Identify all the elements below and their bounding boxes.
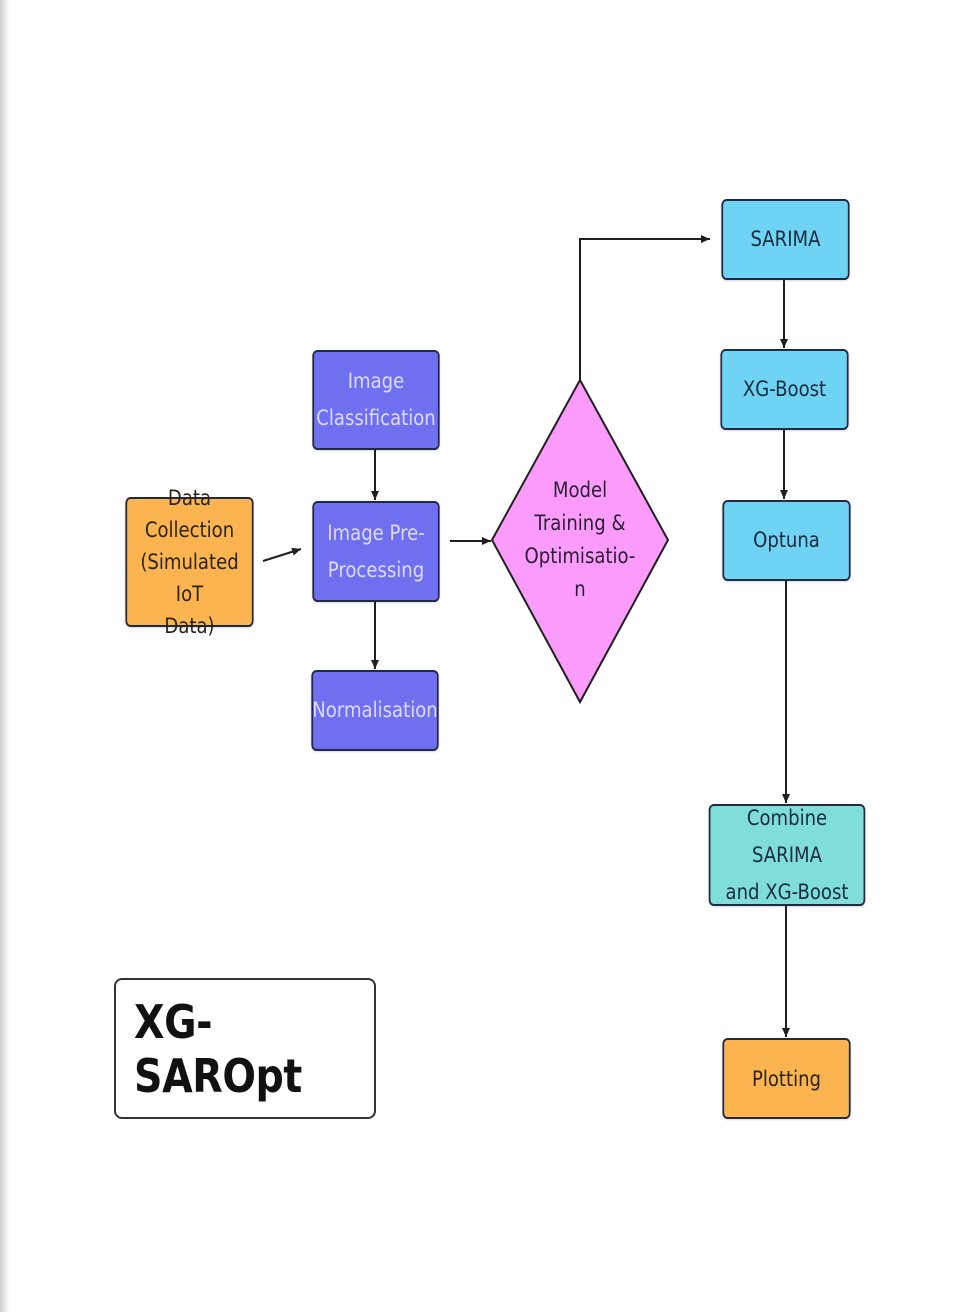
image-preprocessing-label: Image Pre- Processing xyxy=(327,520,425,582)
page-edge-shadow xyxy=(0,0,10,1312)
plotting-node: Plotting xyxy=(722,1038,851,1119)
optuna-node: Optuna xyxy=(722,500,851,581)
title-box: XG-SAROpt xyxy=(114,978,376,1119)
optuna-label: Optuna xyxy=(753,528,820,552)
normalisation-node: Normalisation xyxy=(311,670,439,751)
sarima-label: SARIMA xyxy=(750,227,821,251)
data-collection-label: Data Collection (Simulated IoT Data) xyxy=(140,486,239,638)
data-collection-node: Data Collection (Simulated IoT Data) xyxy=(125,486,254,638)
plotting-label: Plotting xyxy=(751,1066,822,1091)
normalisation-label: Normalisation xyxy=(312,698,438,722)
combine-node: Combine SARIMA and XG-Boost xyxy=(708,804,866,906)
arrow-data-to-preprocessing xyxy=(262,547,302,562)
image-classification-label: Image Classification xyxy=(316,369,436,430)
arrow-model-to-sarima xyxy=(579,235,710,380)
model-training-diamond xyxy=(490,377,670,705)
model-training-label: Model Training & Optimisatio- n xyxy=(524,478,636,601)
image-preprocessing-node: Image Pre- Processing xyxy=(312,501,440,602)
xgboost-node: XG-Boost xyxy=(720,349,849,430)
diagram-title: XG-SAROpt xyxy=(134,994,302,1103)
image-classification-node: Image Classification xyxy=(312,350,440,450)
xgboost-label: XG-Boost xyxy=(742,377,827,401)
sarima-node: SARIMA xyxy=(721,199,850,280)
combine-label: Combine SARIMA and XG-Boost xyxy=(725,805,849,904)
